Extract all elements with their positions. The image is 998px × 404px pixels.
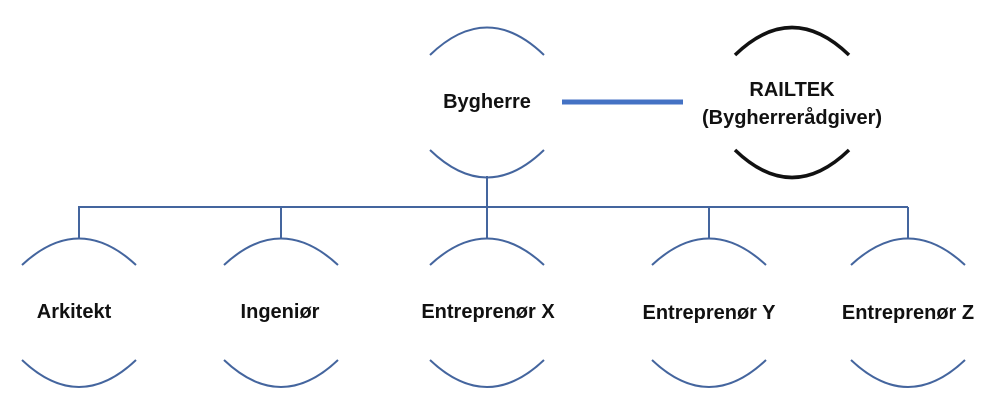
- node-bottom-arc: [21, 359, 137, 388]
- node-bottom-arc: [223, 359, 339, 388]
- node-child-label: Ingeniør: [240, 301, 320, 323]
- advisor-name: RAILTEK: [749, 79, 835, 101]
- node-top-arc: [429, 237, 545, 266]
- node-top-arc: [850, 237, 966, 266]
- node-bottom-arc: [850, 359, 966, 388]
- node-child-label: Arkitekt: [36, 301, 112, 323]
- node-bottom-arc: [429, 359, 545, 388]
- node-advisor-label: RAILTEK (Bygherrerådgiver): [702, 76, 882, 132]
- hierarchy-connectors: [78, 176, 909, 239]
- node-child-label: Entreprenør X: [421, 301, 555, 323]
- node-advisor-shape: [733, 25, 851, 180]
- node-bottom-arc: [733, 148, 851, 180]
- node-child-shape: [21, 237, 137, 388]
- node-top-arc: [733, 25, 851, 57]
- node-child-shape: [651, 237, 767, 388]
- node-child-label: Entreprenør Y: [642, 302, 776, 324]
- node-top-arc: [429, 26, 545, 56]
- advisor-role: (Bygherrerådgiver): [701, 107, 883, 129]
- node-bottom-arc: [429, 149, 545, 179]
- node-bygherre-label: Bygherre: [443, 91, 531, 113]
- node-bottom-arc: [651, 359, 767, 388]
- node-child-shape: [850, 237, 966, 388]
- node-child-shape: [223, 237, 339, 388]
- node-child-shape: [429, 237, 545, 388]
- node-top-arc: [223, 237, 339, 266]
- node-top-arc: [21, 237, 137, 266]
- node-top-arc: [651, 237, 767, 266]
- node-child-label: Entreprenør Z: [841, 302, 975, 324]
